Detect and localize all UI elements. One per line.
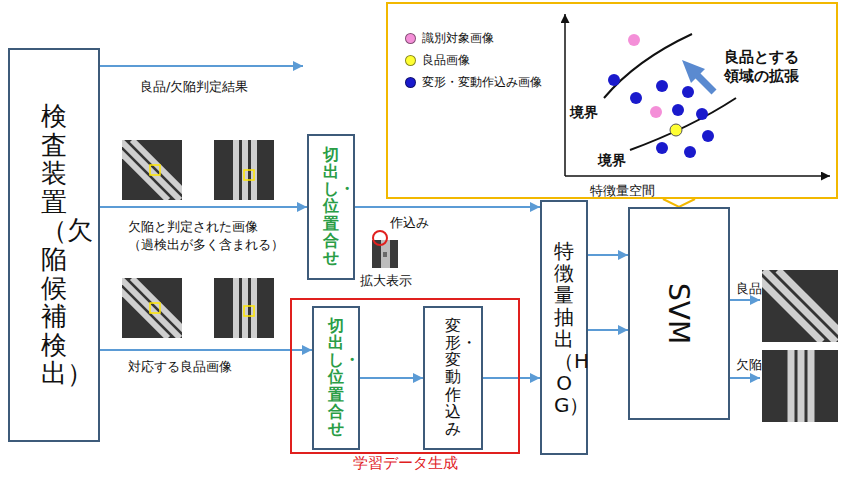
plot-axis	[565, 175, 830, 177]
wafer-image	[122, 140, 182, 200]
sample-dot	[684, 146, 696, 158]
output-arrow	[730, 377, 760, 379]
defect-marker	[150, 165, 160, 175]
expansion-arrow	[696, 74, 714, 92]
legend-text: 識別対象画像	[422, 30, 494, 47]
process-box: 変形・変動作込み	[423, 306, 483, 450]
image-ground	[762, 350, 838, 422]
legend-swatch	[405, 77, 416, 88]
pattern-stripe	[122, 278, 180, 338]
pattern-stripe	[233, 278, 239, 338]
sample-dot	[656, 142, 668, 154]
annotation-label: 良品	[736, 280, 762, 298]
highlight-circle	[373, 231, 387, 245]
sample-dot	[628, 34, 640, 46]
pattern-stripe	[808, 350, 815, 422]
legend-swatch	[405, 55, 416, 66]
wafer-image	[122, 278, 182, 338]
plot-axis	[564, 14, 566, 176]
legend-row: 識別対象画像	[405, 30, 494, 47]
sample-dot	[672, 104, 684, 116]
classifier-box: SVM	[628, 207, 730, 420]
annotation-label: 良品/欠陥判定結果	[140, 78, 248, 96]
sample-dot	[702, 130, 714, 142]
image-ground	[214, 140, 274, 200]
legend-swatch	[405, 33, 416, 44]
sample-dot	[630, 92, 642, 104]
expansion-arrow	[682, 60, 705, 83]
wafer-image	[214, 140, 274, 200]
flow-arrow	[483, 377, 540, 379]
pattern-stripe	[778, 270, 838, 342]
legend-row: 変形・変動作込み画像	[405, 74, 542, 91]
flow-arrow	[355, 206, 540, 208]
plot-label: 境界	[598, 152, 626, 170]
plot-label: 特徴量空間	[590, 182, 655, 200]
node-label: 検査装置（欠陥候補検出）	[41, 102, 67, 388]
pattern-stripe	[233, 140, 239, 200]
annotation-label: 作込み	[390, 214, 429, 232]
wafer-image	[762, 270, 838, 342]
boundary-curve	[604, 34, 692, 98]
defect-marker	[244, 170, 254, 180]
pattern-stripe	[242, 278, 248, 338]
plot-label: 良品とする領域の拡張	[724, 48, 806, 86]
device-box: 検査装置（欠陥候補検出）	[8, 48, 100, 442]
image-ground	[762, 270, 838, 342]
flow-arrow	[360, 377, 423, 379]
sample-dot	[650, 106, 662, 118]
result-arrow	[100, 65, 303, 67]
sample-dot	[682, 86, 694, 98]
legend-row: 良品画像	[405, 52, 470, 69]
process-box: 切出し・位置合せ	[307, 134, 355, 280]
annotation-label: 欠陥	[736, 356, 762, 374]
flow-arrow	[100, 349, 312, 351]
node-label: 変形・変動作込み	[445, 318, 461, 437]
node-label: 切出し・位置合せ	[323, 147, 339, 266]
wafer-image	[214, 278, 274, 338]
flow-arrow	[100, 206, 307, 208]
image-ground	[214, 278, 274, 338]
defect-marker	[150, 303, 160, 313]
pattern-stripe	[132, 278, 182, 338]
edge-label: 欠陥と判定された画像 （過検出が多く含まれる）	[128, 218, 298, 253]
annotation-label: 拡大表示	[360, 272, 412, 290]
legend-text: 変形・変動作込み画像	[422, 74, 542, 91]
output-arrow	[730, 299, 760, 301]
pattern-stripe	[122, 140, 180, 200]
pattern-stripe	[132, 140, 182, 200]
flow-arrow	[588, 254, 628, 256]
process-box: 特徴量抽出（HOG）	[540, 200, 588, 455]
node-label: 特徴量抽出（HOG）	[554, 240, 574, 416]
sample-dot	[670, 124, 682, 136]
wafer-image	[762, 350, 838, 422]
sample-dot	[696, 108, 708, 120]
process-box: 切出し・位置合せ	[312, 306, 360, 450]
legend-text: 良品画像	[422, 52, 470, 69]
group-box: 切出し・位置合せ変形・変動作込み学習データ生成	[290, 298, 520, 454]
node-label: 切出し・位置合せ	[328, 318, 344, 437]
pattern-stripe	[788, 350, 795, 422]
edge-label: 対応する良品画像	[128, 358, 298, 376]
defect-marker	[244, 306, 254, 316]
pattern-stripe	[764, 270, 836, 342]
pattern-defect	[383, 252, 387, 257]
sample-dot	[656, 80, 668, 92]
callout-pointer	[663, 199, 695, 207]
boundary-curve	[630, 98, 736, 150]
node-label: 学習データ生成	[292, 454, 518, 473]
node-label: SVM	[663, 283, 696, 344]
pattern-stripe	[798, 350, 805, 422]
plot-label: 境界	[570, 104, 598, 122]
flow-arrow	[588, 329, 628, 331]
sample-dot	[608, 74, 620, 86]
